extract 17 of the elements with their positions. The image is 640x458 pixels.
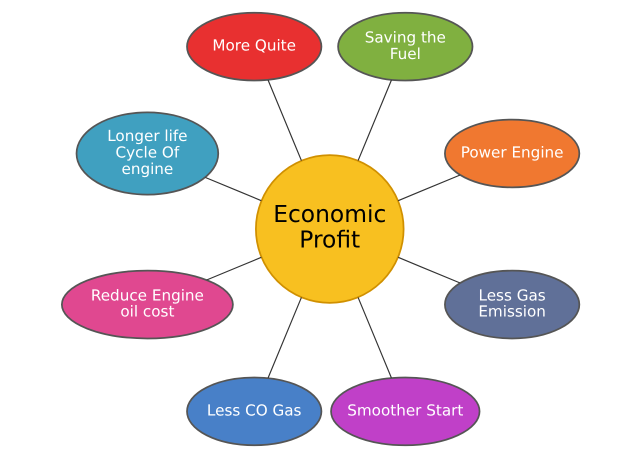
node-ellipse: Smoother Start bbox=[330, 376, 480, 446]
node-ellipse: Less CO Gas bbox=[186, 376, 322, 446]
connector bbox=[357, 297, 392, 378]
node-ellipse: Reduce Engine oil cost bbox=[60, 270, 234, 340]
connector bbox=[357, 80, 392, 161]
connector bbox=[206, 256, 262, 281]
node-ellipse: Power Engine bbox=[444, 118, 580, 188]
connector bbox=[397, 174, 460, 202]
connector bbox=[397, 256, 460, 284]
connector bbox=[267, 80, 302, 161]
connector bbox=[204, 176, 262, 202]
connector bbox=[267, 297, 302, 378]
node-ellipse: More Quite bbox=[186, 12, 322, 82]
node-ellipse: Less Gas Emission bbox=[444, 270, 580, 340]
node-ellipse: Saving the Fuel bbox=[336, 12, 473, 82]
node-circle: Economic Profit bbox=[254, 154, 404, 304]
node-ellipse: Longer life Cycle Of engine bbox=[75, 111, 219, 196]
